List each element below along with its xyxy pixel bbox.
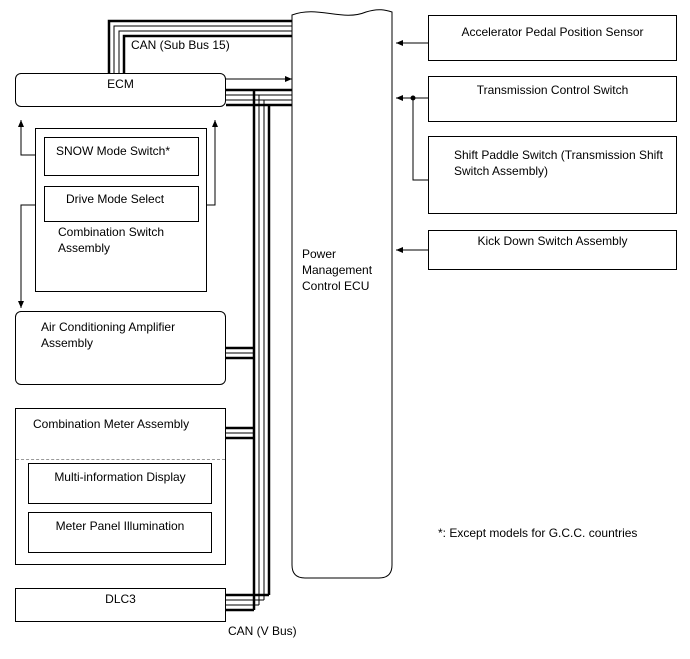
ecm-box: ECM <box>15 73 226 107</box>
snow-mode-switch-label: SNOW Mode Switch* <box>56 144 171 158</box>
can-sub-bus-label: CAN (Sub Bus 15) <box>131 38 230 52</box>
drive-mode-select: Drive Mode Select <box>44 186 199 222</box>
multi-information-display: Multi-information Display <box>28 463 212 504</box>
shift-paddle-switch-label: Shift Paddle Switch (Transmission Shift … <box>454 148 663 178</box>
transmission-control-switch-label: Transmission Control Switch <box>476 83 629 97</box>
meter-divider <box>16 459 225 460</box>
accelerator-pedal-sensor-label: Accelerator Pedal Position Sensor <box>461 25 644 39</box>
input-signal-lines <box>396 40 428 253</box>
can-v-bus <box>226 88 292 612</box>
power-ecu-label: Power Management Control ECU <box>302 247 373 293</box>
can-sub-bus-15 <box>107 19 292 73</box>
kick-down-switch-label: Kick Down Switch Assembly <box>477 234 628 248</box>
shift-paddle-switch: Shift Paddle Switch (Transmission Shift … <box>428 136 677 214</box>
ac-amplifier-label: Air Conditioning Amplifier Assembly <box>41 320 176 350</box>
meter-panel-illumination-label: Meter Panel Illumination <box>55 519 185 533</box>
meter-panel-illumination: Meter Panel Illumination <box>28 512 212 553</box>
dlc3-box: DLC3 <box>15 588 226 622</box>
combination-switch-label: Combination Switch Assembly <box>58 225 165 255</box>
drive-mode-select-label: Drive Mode Select <box>66 192 165 206</box>
transmission-control-switch: Transmission Control Switch <box>428 76 677 122</box>
can-v-bus-label: CAN (V Bus) <box>228 624 297 638</box>
ac-amplifier-box: Air Conditioning Amplifier Assembly <box>15 311 226 385</box>
ecm-label: ECM <box>107 77 134 91</box>
accelerator-pedal-sensor: Accelerator Pedal Position Sensor <box>428 15 677 61</box>
footnote: *: Except models for G.C.C. countries <box>438 526 638 540</box>
kick-down-switch: Kick Down Switch Assembly <box>428 230 677 270</box>
dlc3-label: DLC3 <box>105 592 136 606</box>
combination-meter-label: Combination Meter Assembly <box>33 417 190 431</box>
snow-mode-switch: SNOW Mode Switch* <box>44 137 199 176</box>
multi-information-display-label: Multi-information Display <box>54 470 186 484</box>
